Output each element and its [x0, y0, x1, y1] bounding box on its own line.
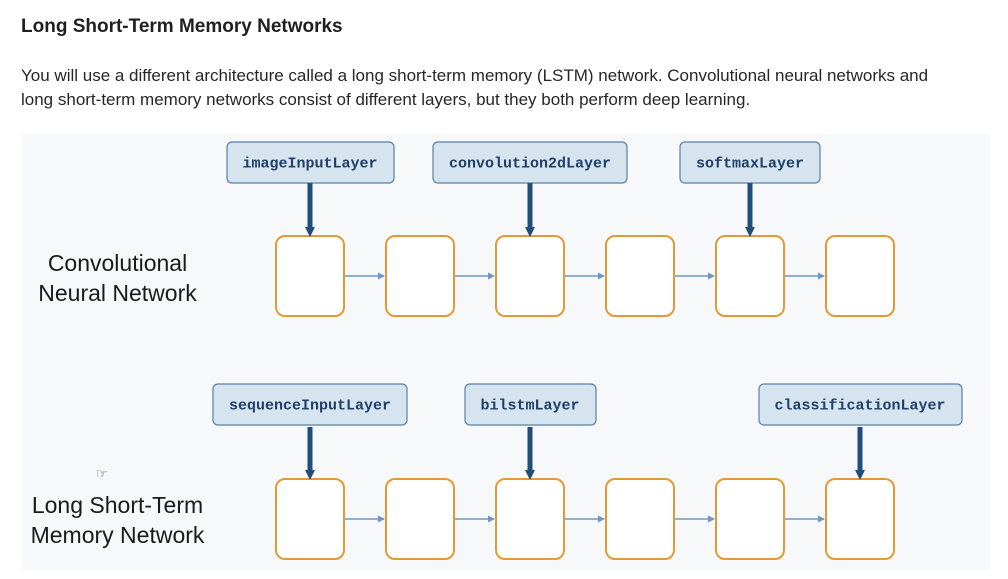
lstm-layer-label-box: [212, 383, 408, 426]
cnn-label-line-2: Neural Network: [38, 280, 197, 306]
lstm-layer-label-text: bilstmLayer: [480, 398, 579, 415]
cnn-diagram: imageInputLayer convolution2dLayer softmax…: [226, 141, 895, 317]
lstm-label-line-1: Long Short-Term: [31, 492, 204, 518]
intro-paragraph: You will use a different architecture ca…: [21, 66, 929, 109]
lstm-network-label: Long Short-Term Memory Network: [16, 490, 219, 550]
lstm-layer-box: [385, 478, 455, 560]
cnn-layer-box: [605, 235, 675, 317]
cnn-label-line-1: Convolutional: [47, 250, 188, 276]
cnn-layer-label-text: imageInputLayer: [242, 156, 377, 173]
lstm-layer-box: [275, 478, 345, 560]
cnn-layer-label-text: softmaxLayer: [696, 156, 804, 173]
lstm-layer-label-text: sequenceInputLayer: [229, 398, 391, 415]
lstm-layer-box: [605, 478, 675, 560]
lstm-layer-label-box: [464, 383, 597, 426]
lstm-layer-box: [715, 478, 785, 560]
cnn-layer-label-text: convolution2dLayer: [449, 156, 611, 173]
lstm-layer-box: [825, 478, 895, 560]
cnn-layer-box: [385, 235, 455, 317]
lstm-layer-box: [495, 478, 565, 560]
cnn-layer-box: [495, 235, 565, 317]
cnn-layer-box: [715, 235, 785, 317]
hand-pointer-icon: ☞: [96, 466, 108, 481]
lstm-layer-label-box: [758, 383, 963, 426]
lstm-diagram: sequenceInputLayer bilstmLayer classificat…: [212, 383, 963, 560]
cnn-network-label: Convolutional Neural Network: [20, 248, 215, 308]
lstm-label-line-2: Memory Network: [30, 522, 205, 548]
page-title: Long Short-Term Memory Networks: [21, 16, 343, 37]
cnn-layer-box: [825, 235, 895, 317]
cnn-layer-box: [275, 235, 345, 317]
lstm-layer-label-text: classificationLayer: [774, 398, 945, 415]
